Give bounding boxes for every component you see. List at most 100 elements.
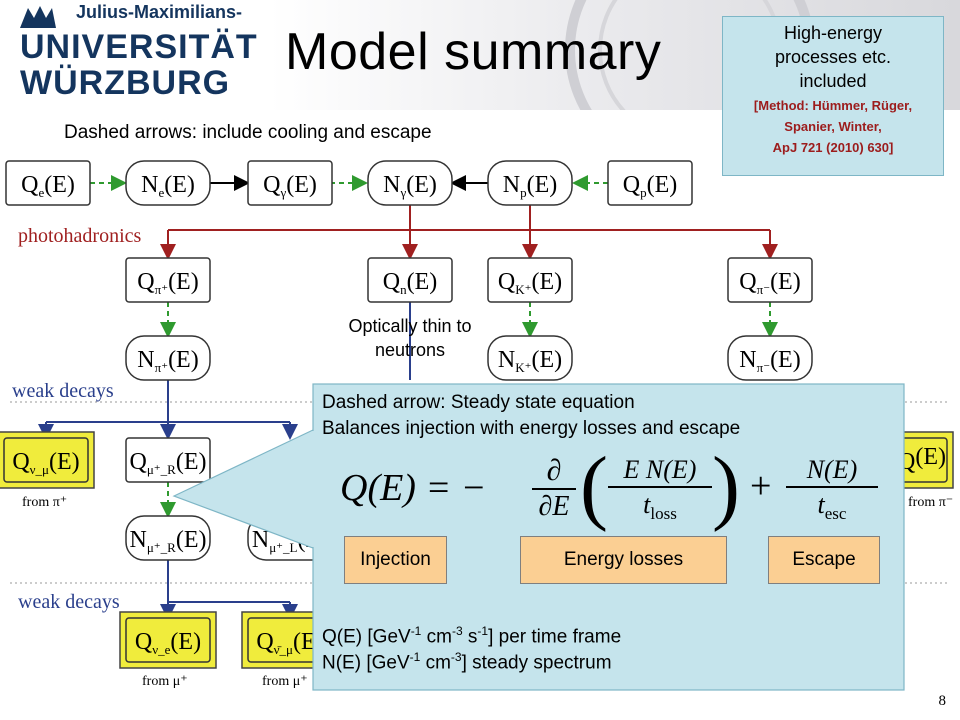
unit-n-exp2: -3 bbox=[450, 650, 462, 664]
eq-den2-sub: esc bbox=[824, 504, 847, 524]
node-nmur-box bbox=[125, 515, 211, 561]
node-ngamma-subscript: γ bbox=[399, 185, 406, 200]
node-qnumu-box bbox=[3, 437, 89, 483]
node-qnumu-symbol: Q bbox=[12, 449, 29, 475]
info-ref-line3: ApJ 721 (2010) 630] bbox=[772, 140, 894, 155]
node-npiminus-argument: (E) bbox=[770, 347, 801, 373]
node-npiplus-box bbox=[125, 335, 211, 381]
unit-q-post: ] per time frame bbox=[488, 626, 622, 648]
node-qnumu-subscript: ν_μ bbox=[30, 462, 49, 477]
node-qpiplus-box bbox=[125, 257, 211, 303]
injection-label: Injection bbox=[344, 536, 447, 584]
node-qnumubar-symbol: Q bbox=[256, 629, 273, 655]
node-nkplus-symbol: N bbox=[498, 347, 515, 373]
node-qn-box bbox=[367, 257, 453, 303]
unit-q-mid: cm bbox=[421, 626, 452, 648]
unit-n-exp1: -1 bbox=[409, 650, 421, 664]
node-qkplus: QK⁺(E) bbox=[487, 257, 573, 303]
node-npiminus: Nπ⁻(E) bbox=[727, 335, 813, 381]
logo-line3: WÜRZBURG bbox=[20, 64, 231, 102]
eq-den2: t bbox=[817, 490, 825, 519]
node-qkplus-subscript: K⁺ bbox=[515, 282, 531, 297]
node-qn-label: Qn(E) bbox=[383, 269, 438, 297]
unit-q-exp1: -1 bbox=[410, 624, 422, 638]
logo-emblem-icon bbox=[20, 6, 56, 28]
university-logo: Julius-Maximilians- UNIVERSITÄT WÜRZBURG bbox=[0, 0, 270, 105]
page-number: 8 bbox=[938, 693, 947, 709]
node-nmur-symbol: N bbox=[129, 527, 146, 553]
node-ne: Ne(E) bbox=[125, 160, 211, 206]
unit-q-pre: Q(E) [GeV bbox=[322, 626, 411, 648]
section-weak-decays-2: weak decays bbox=[18, 591, 120, 613]
section-photohadronics: photohadronics bbox=[18, 225, 142, 247]
node-qpiminus-symbol: Q bbox=[739, 269, 756, 295]
node-nkplus-argument: (E) bbox=[531, 347, 562, 373]
unit-q-exp2: -3 bbox=[451, 624, 463, 638]
node-npiplus-label: Nπ⁺(E) bbox=[137, 347, 198, 375]
node-qmur-box bbox=[125, 437, 211, 483]
unit-n-pre: N(E) [GeV bbox=[322, 652, 410, 674]
node-qgamma-box bbox=[247, 160, 333, 206]
node-qkplus-argument: (E) bbox=[531, 269, 562, 295]
node-npiminus-box bbox=[727, 335, 813, 381]
node-qe-argument: (E) bbox=[44, 172, 75, 198]
subtitle: Dashed arrows: include cooling and escap… bbox=[64, 122, 432, 143]
node-ne-subscript: e bbox=[158, 185, 164, 200]
node-ngamma-label: Nγ(E) bbox=[383, 172, 437, 200]
node-qe-box bbox=[5, 160, 91, 206]
node-qpiplus-label: Qπ⁺(E) bbox=[137, 269, 198, 297]
eq-frac1: E N(E) tloss bbox=[608, 454, 712, 531]
node-qe: Qe(E) bbox=[5, 160, 91, 206]
node-qnue: Qν_e(E) bbox=[119, 611, 217, 669]
node-nmur-label: Nμ⁺_R(E) bbox=[129, 527, 206, 555]
node-nkplus-box bbox=[487, 335, 573, 381]
node-ngamma-symbol: N bbox=[383, 172, 400, 198]
info-text: High-energy processes etc. included bbox=[774, 23, 892, 91]
node-npiminus-label: Nπ⁻(E) bbox=[739, 347, 800, 375]
node-qn-symbol: Q bbox=[383, 269, 400, 295]
node-nmur: Nμ⁺_R(E) bbox=[125, 515, 211, 561]
node-qgamma-argument: (E) bbox=[286, 172, 317, 198]
node-qgamma-symbol: Q bbox=[263, 172, 280, 198]
node-qgamma: Qγ(E) bbox=[247, 160, 333, 206]
page-title: Model summary bbox=[285, 23, 662, 81]
node-qnumu-label: Qν_μ(E) bbox=[12, 449, 79, 477]
escape-label: Escape bbox=[768, 536, 880, 584]
unit-q-exp3: -1 bbox=[477, 624, 489, 638]
node-nmul-subscript: μ⁺_L bbox=[269, 540, 297, 555]
node-qnue-symbol: Q bbox=[135, 629, 152, 655]
node-ne-argument: (E) bbox=[164, 172, 195, 198]
node-qp-label: Qp(E) bbox=[623, 172, 678, 200]
node-qpiminus-subscript: π⁻ bbox=[757, 282, 770, 297]
node-qright-argument: (E) bbox=[915, 444, 946, 470]
node-qkplus-label: QK⁺(E) bbox=[498, 269, 562, 297]
node-np: Np(E) bbox=[487, 160, 573, 206]
optically-thin-text: Optically thin to neutrons bbox=[348, 316, 472, 360]
eq-lhs: Q(E) = − bbox=[340, 467, 487, 509]
from-piminus-label: from π⁻ bbox=[908, 495, 953, 510]
node-np-box bbox=[487, 160, 573, 206]
node-ngamma: Nγ(E) bbox=[367, 160, 453, 206]
node-qp-argument: (E) bbox=[647, 172, 678, 198]
node-nmul-symbol: N bbox=[252, 527, 269, 553]
node-qpiminus-argument: (E) bbox=[770, 269, 801, 295]
section-weak-decays-1: weak decays bbox=[12, 380, 114, 402]
node-npiplus-symbol: N bbox=[137, 347, 154, 373]
node-npiminus-symbol: N bbox=[739, 347, 756, 373]
eq-num1: E N(E) bbox=[623, 455, 697, 484]
node-qpiminus: Qπ⁻(E) bbox=[727, 257, 813, 303]
node-np-subscript: p bbox=[520, 185, 527, 200]
logo-line2: UNIVERSITÄT bbox=[20, 28, 258, 66]
node-qpiplus: Qπ⁺(E) bbox=[125, 257, 211, 303]
node-qn: Qn(E) bbox=[367, 257, 453, 303]
node-np-symbol: N bbox=[503, 172, 520, 198]
eq-paren-right: ) bbox=[712, 440, 740, 533]
node-npiplus-argument: (E) bbox=[168, 347, 199, 373]
node-qnue-label: Qν_e(E) bbox=[135, 629, 201, 657]
eq-den1: t bbox=[643, 490, 651, 519]
eq-dE: ∂E bbox=[538, 491, 570, 522]
node-npiplus-subscript: π⁺ bbox=[155, 360, 168, 375]
callout-line1: Dashed arrow: Steady state equation bbox=[322, 392, 635, 413]
eq-paren-left: ( bbox=[580, 440, 608, 533]
